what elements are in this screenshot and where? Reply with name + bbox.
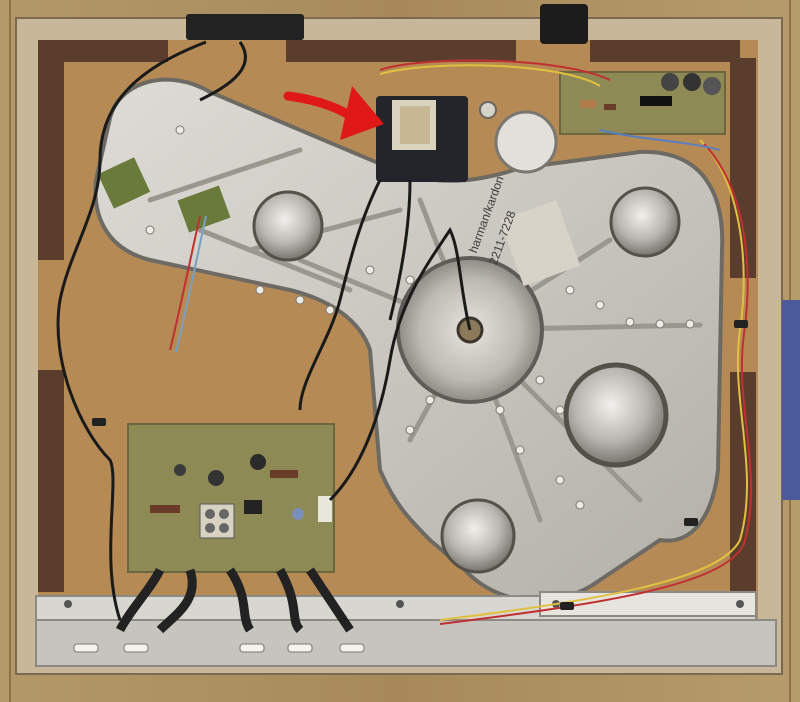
cable-ties: [92, 320, 748, 610]
pcb-small-left: [177, 185, 231, 233]
front-plate: [35, 619, 777, 667]
red-arrow-head: [340, 86, 384, 140]
label-plate: [499, 199, 581, 287]
colored-wires: [169, 59, 753, 625]
motor-right-large: [563, 362, 669, 468]
speed-switch: [494, 110, 558, 174]
transformer-coil: [400, 106, 430, 144]
motor-bottom: [440, 498, 516, 574]
blue-object-edge: [782, 300, 800, 500]
front-buttons: [73, 643, 365, 653]
fuse-holder: [479, 101, 497, 119]
pcb-bottom-components: [150, 454, 332, 539]
right-rail: [539, 591, 757, 617]
black-cables: [56, 40, 472, 621]
pcb-top-components: [580, 73, 721, 110]
chassis-rivets: [145, 125, 695, 510]
motor-right-top: [609, 186, 681, 258]
wood-trim: [38, 40, 756, 594]
power-clip: [540, 4, 588, 44]
rear-connector: [186, 14, 304, 40]
pcb-bottom-left: [127, 423, 335, 573]
ribbon-cables: [115, 567, 354, 634]
motor-left: [252, 190, 324, 262]
pcb-small-tonearm: [97, 157, 151, 209]
